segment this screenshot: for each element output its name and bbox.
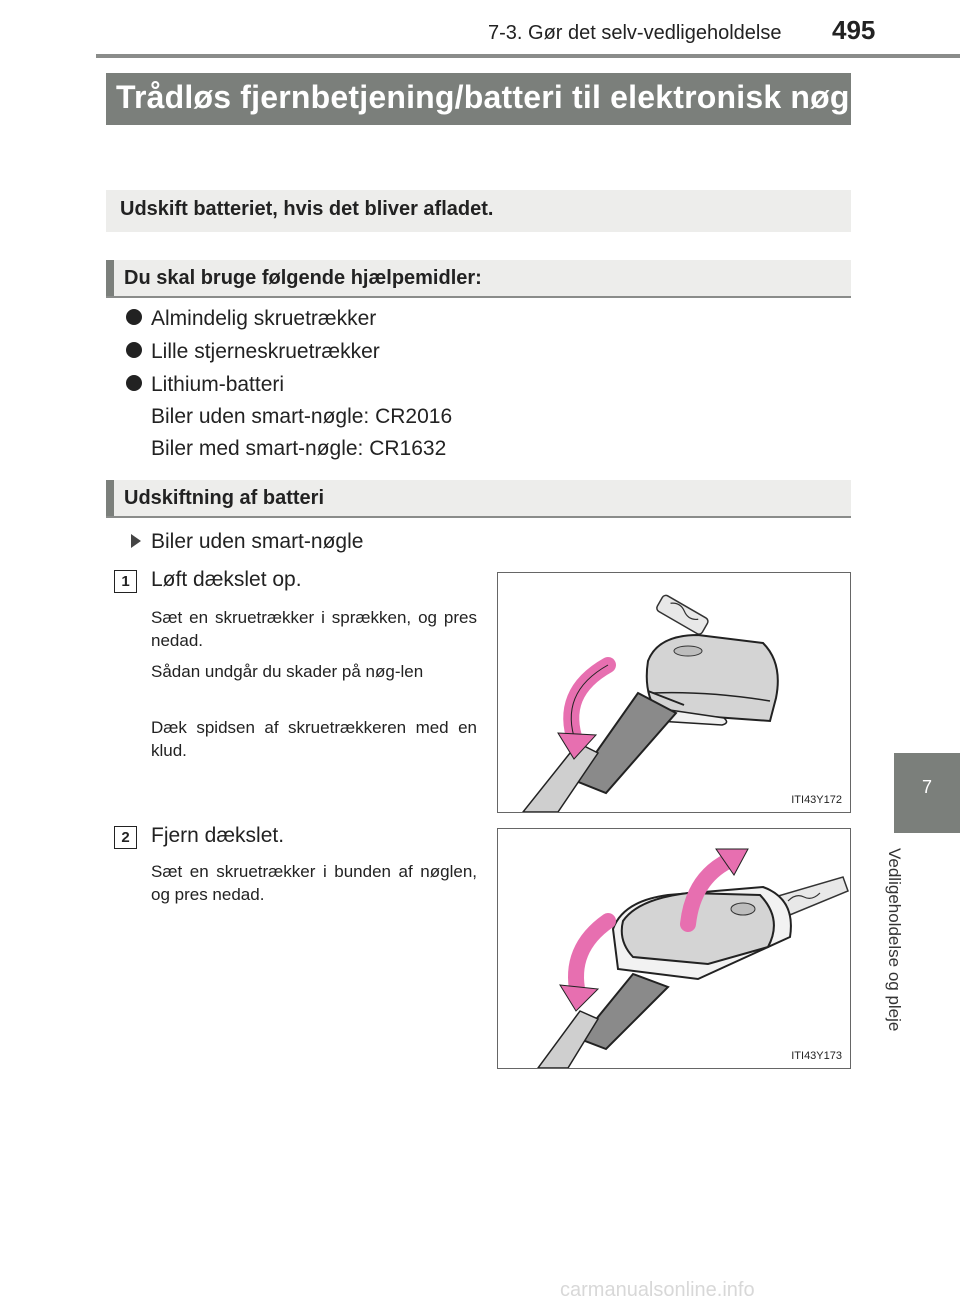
tool-item-label: Almindelig skruetrækker [151, 307, 377, 330]
step-title: Løft dækslet op. [151, 568, 302, 591]
step-note: Sæt en skruetrækker i sprækken, og pres … [151, 608, 477, 650]
summary-text: Udskift batteriet, hvis det bliver aflad… [120, 198, 494, 220]
figure-remove-cover: ITI43Y173 [497, 828, 851, 1069]
watermark: carmanualsonline.info [560, 1279, 755, 1301]
chapter-label: Vedligeholdelse og pleje [885, 848, 904, 1032]
page-title: Trådløs fjernbetjening/batteri til elekt… [116, 79, 851, 115]
chapter-label-container: Vedligeholdelse og pleje [884, 848, 924, 1078]
step-number-badge: 2 [114, 826, 137, 849]
chapter-number: 7 [921, 777, 932, 797]
tools-heading: Du skal bruge følgende hjælpemidler: [124, 267, 482, 289]
step-note: Sæt en skruetrækker i bunden af nøglen, … [151, 862, 477, 904]
figure-code: ITI43Y172 [791, 794, 842, 806]
step-number-badge: 1 [114, 570, 137, 593]
page-number: 495 [832, 15, 876, 45]
tool-item: Almindelig skruetrækker [126, 307, 376, 331]
heading-accent-bar [106, 480, 114, 516]
step-note: Sådan undgår du skader på nøg-len [151, 662, 424, 681]
tools-heading-box: Du skal bruge følgende hjælpemidler: [106, 260, 851, 298]
heading-accent-bar [106, 260, 114, 296]
bullet-icon [126, 309, 142, 326]
header-section-title: 7-3. Gør det selv-vedligeholdelse [488, 22, 782, 44]
replace-heading: Udskiftning af batteri [124, 487, 325, 509]
replace-heading-box: Udskiftning af batteri [106, 480, 851, 518]
bullet-icon [126, 375, 142, 392]
summary-box: Udskift batteriet, hvis det bliver aflad… [106, 190, 851, 232]
tool-item: Lithium-batteri [126, 373, 284, 397]
figure-lift-cover: ITI43Y172 [497, 572, 851, 813]
key-remove-illustration [537, 848, 849, 1068]
tool-item: Lille stjerneskruetrækker [126, 340, 380, 364]
chapter-tab: 7 [894, 753, 960, 833]
figure-code: ITI43Y173 [791, 1050, 842, 1062]
step-note: Dæk spidsen af skruetrækkeren med en klu… [151, 718, 477, 760]
step-title: Fjern dækslet. [151, 824, 285, 847]
tool-item-label: Lille stjerneskruetrækker [151, 340, 380, 363]
triangle-marker-icon [131, 534, 141, 548]
bullet-icon [126, 342, 142, 359]
header-rule [96, 54, 960, 58]
car-type-label: Biler uden smart-nøgle [151, 530, 364, 553]
battery-type-line: Biler uden smart-nøgle: CR2016 [151, 405, 453, 428]
key-lift-illustration [522, 594, 779, 812]
tool-item-label: Lithium-batteri [151, 373, 285, 396]
title-bar: Trådløs fjernbetjening/batteri til elekt… [106, 73, 851, 125]
car-type-line: Biler uden smart-nøgle [131, 530, 363, 554]
battery-type-line: Biler med smart-nøgle: CR1632 [151, 437, 447, 460]
